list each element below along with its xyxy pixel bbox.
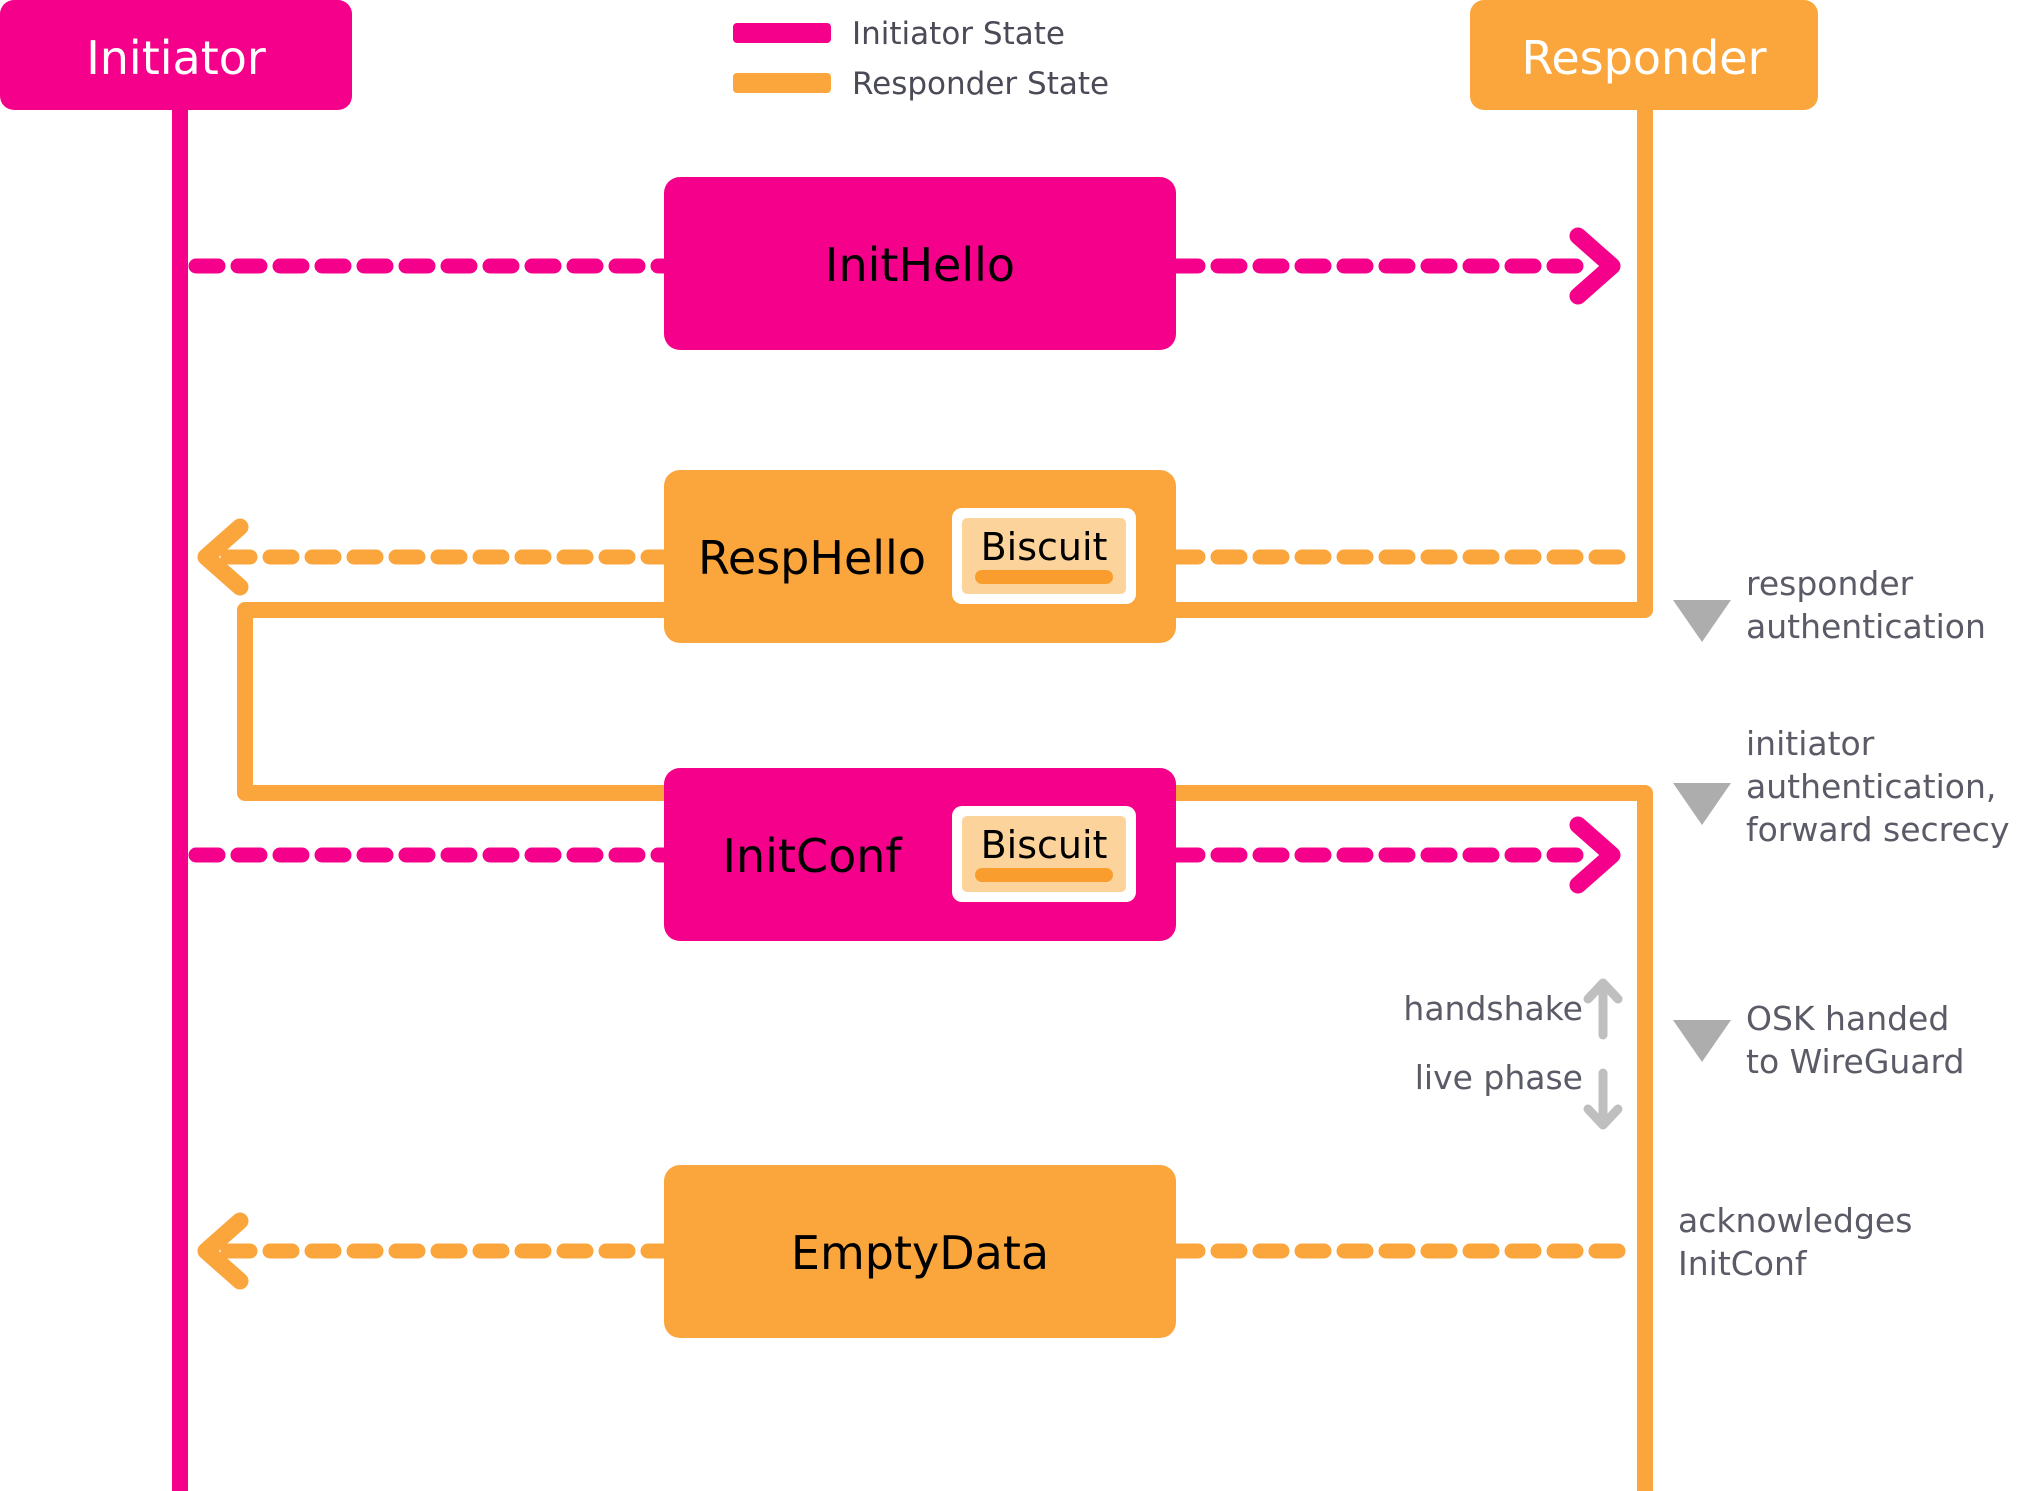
lifeline-label-responder: Responder: [1521, 31, 1766, 85]
legend-label-responder: Responder State: [852, 66, 1109, 102]
note-line: responder: [1746, 564, 1914, 603]
message-arrowhead-inithello: [1569, 227, 1621, 305]
note-acknowledges-initconf: acknowledges InitConf: [1678, 1201, 1912, 1283]
legend-swatch-initiator: [733, 23, 831, 43]
message-box-resphello: RespHello Biscuit: [664, 470, 1176, 643]
note-line: to WireGuard: [1746, 1042, 1964, 1081]
message-box-initconf: InitConf Biscuit: [664, 768, 1176, 941]
note-line: forward secrecy: [1746, 810, 2009, 849]
biscuit-label-initconf: Biscuit: [981, 823, 1108, 867]
note-osk-handed-to-wireguard: OSK handed to WireGuard: [1673, 999, 1964, 1081]
biscuit-label-resphello: Biscuit: [981, 525, 1108, 569]
message-label-initconf: InitConf: [722, 829, 903, 883]
note-line: initiator: [1746, 724, 1875, 763]
message-box-emptydata: EmptyData: [664, 1165, 1176, 1338]
phase-label-handshake: handshake: [1403, 989, 1583, 1028]
message-arrowhead-resphello: [197, 518, 249, 596]
message-arrowhead-initconf: [1569, 816, 1621, 894]
note-line: InitConf: [1678, 1244, 1808, 1283]
legend-label-initiator: Initiator State: [852, 16, 1065, 52]
responder-state-segment-bottom: [1162, 785, 1653, 1491]
message-label-emptydata: EmptyData: [791, 1226, 1049, 1280]
responder-state-uturn: [237, 602, 708, 801]
lifeline-header-initiator: Initiator: [0, 0, 352, 110]
legend-swatch-responder: [733, 73, 831, 93]
message-box-inithello: InitHello: [664, 177, 1176, 350]
biscuit-badge-initconf: Biscuit: [952, 806, 1136, 902]
arrow-down-icon: [1583, 1068, 1623, 1130]
note-responder-authentication: responder authentication: [1673, 564, 1986, 646]
biscuit-bar-resphello: [975, 570, 1113, 584]
note-initiator-authentication: initiator authentication, forward secrec…: [1673, 724, 2009, 849]
message-arrowhead-emptydata: [197, 1212, 249, 1290]
biscuit-bar-initconf: [975, 868, 1113, 882]
triangle-down-icon: [1673, 1020, 1731, 1062]
lifeline-header-responder: Responder: [1470, 0, 1818, 110]
arrow-up-icon: [1583, 978, 1623, 1040]
triangle-down-icon: [1673, 783, 1731, 825]
message-label-resphello: RespHello: [698, 531, 926, 585]
note-line: acknowledges: [1678, 1201, 1912, 1240]
phase-markers: handshake live phase: [1403, 978, 1623, 1130]
triangle-down-icon: [1673, 600, 1731, 642]
note-line: OSK handed: [1746, 999, 1949, 1038]
phase-label-live-phase: live phase: [1415, 1058, 1583, 1097]
message-label-inithello: InitHello: [825, 238, 1015, 292]
note-line: authentication: [1746, 607, 1986, 646]
lifeline-label-initiator: Initiator: [86, 31, 266, 85]
legend: Initiator State Responder State: [733, 16, 1109, 102]
biscuit-badge-resphello: Biscuit: [952, 508, 1136, 604]
note-line: authentication,: [1746, 767, 1996, 806]
